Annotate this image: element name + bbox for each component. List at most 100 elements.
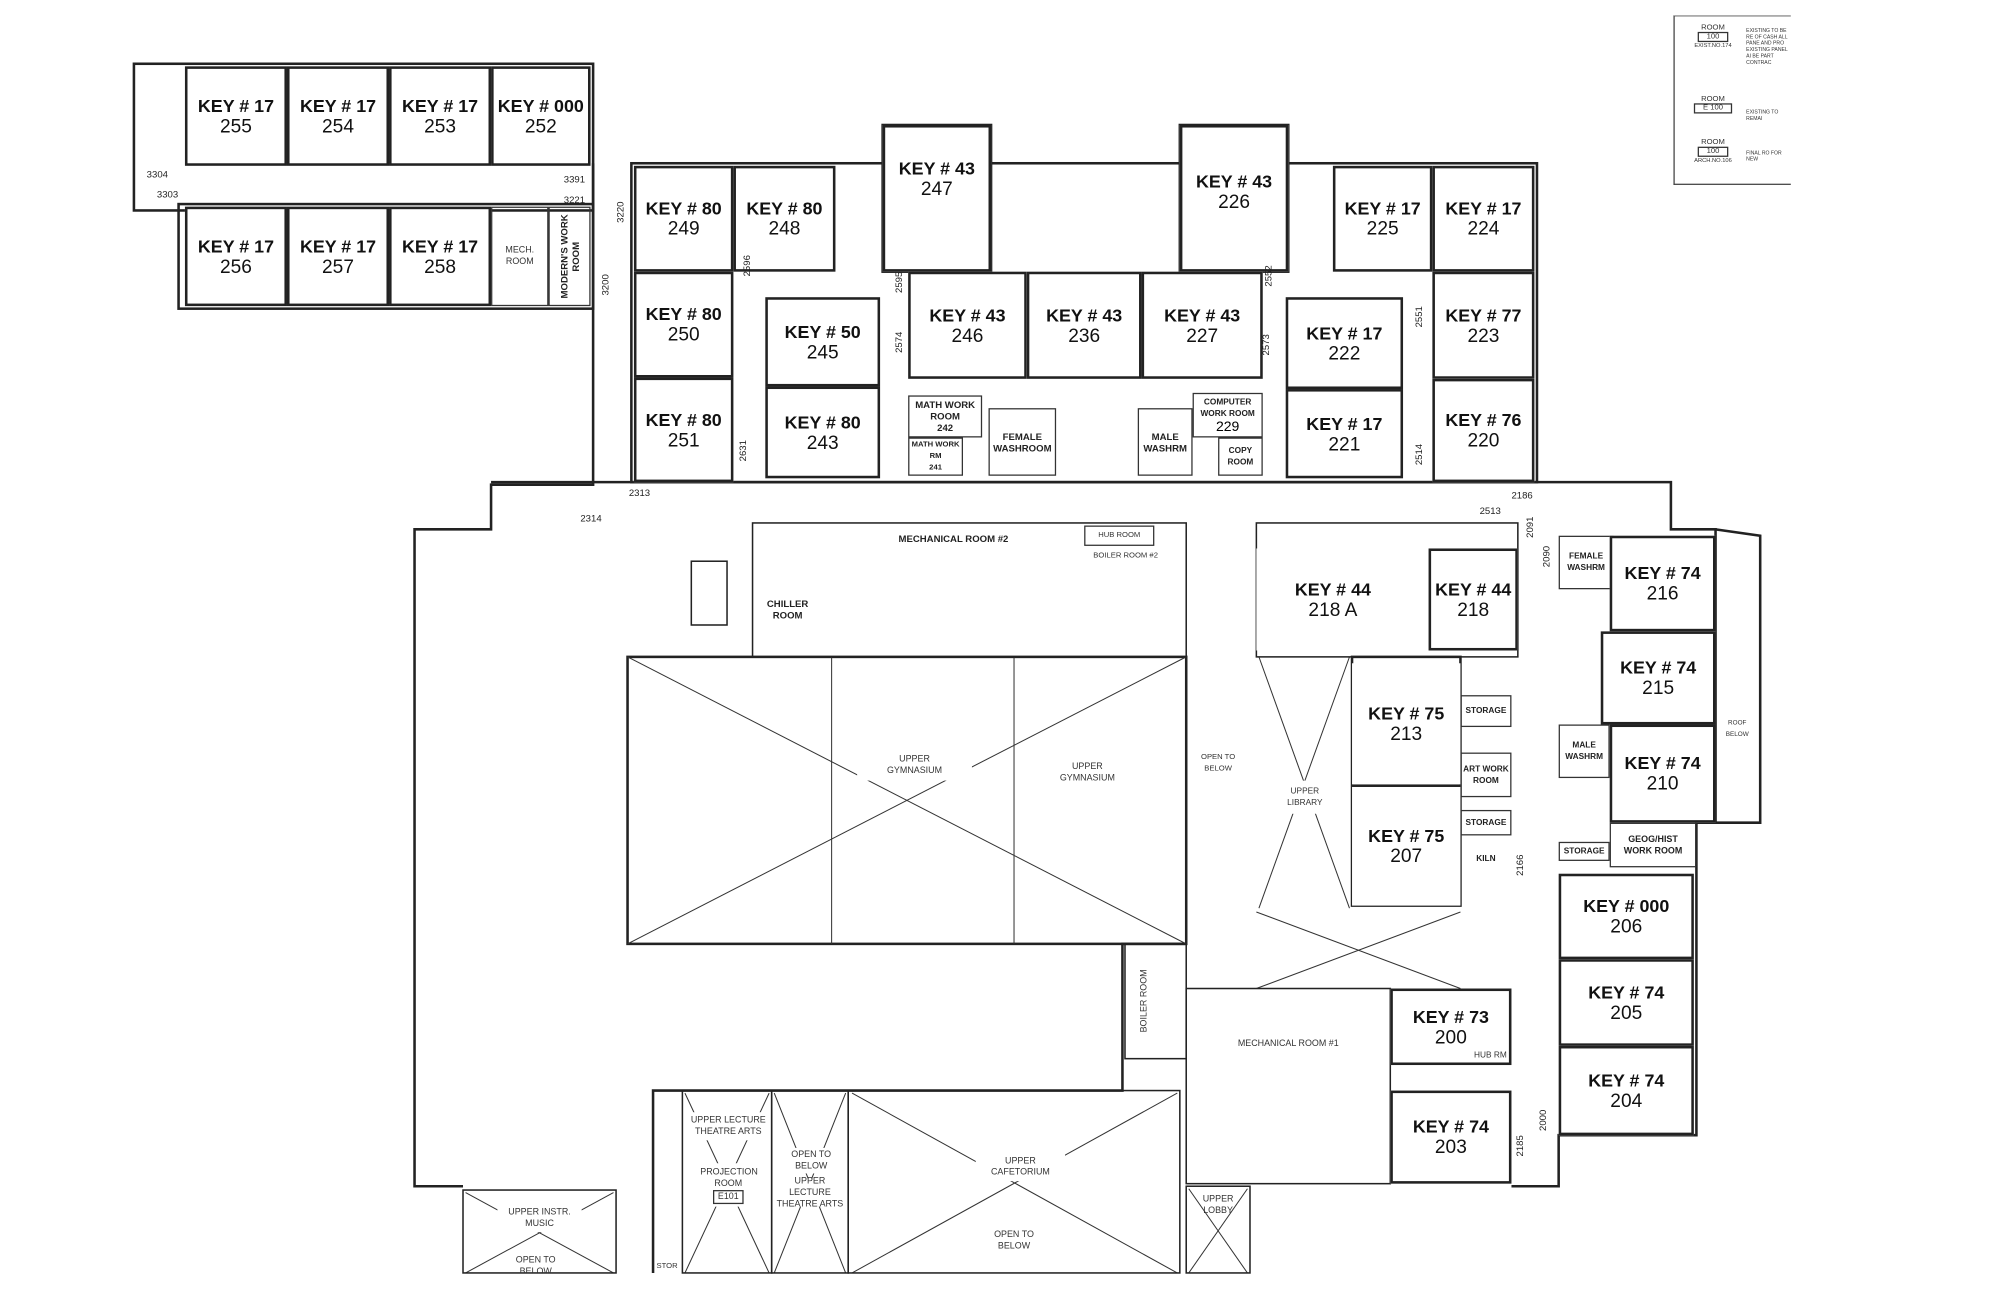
label: UPPER LOBBY: [1202, 1195, 1234, 1216]
corridor-number: 2166: [1514, 854, 1526, 876]
key-label: KEY # 17: [197, 95, 275, 116]
legend-room-box: 100: [1697, 146, 1729, 157]
corridor-number: 3221: [563, 193, 586, 206]
label: STOR: [656, 1262, 678, 1270]
upper-lecture-theatre-arts-2: UPPER LECTURE THEATRE ARTS: [772, 1177, 847, 1209]
corridor-number: 2514: [1413, 443, 1425, 466]
kiln: KILN: [1467, 848, 1505, 868]
key-label: KEY # 43: [1046, 304, 1123, 325]
key-label: KEY # 80: [645, 408, 722, 430]
key-label: KEY # 74: [1624, 562, 1701, 583]
corridor-number: 3304: [146, 168, 168, 180]
corridor-number: 3303: [156, 188, 179, 201]
upper-gymnasium-east: UPPER GYMNASIUM: [1045, 757, 1129, 789]
label: UPPER LECTURE THEATRE ARTS: [776, 1176, 844, 1209]
storage-south: STOR: [653, 1260, 681, 1273]
boiler-room: BOILER ROOM: [1128, 957, 1161, 1046]
key-label: KEY # 43: [929, 304, 1006, 325]
moderns-work-room: MODERN'S WORK ROOM: [548, 206, 591, 307]
room-number: 243: [806, 431, 839, 454]
legend-room-box: 100: [1697, 31, 1729, 43]
key-label: KEY # 43: [898, 158, 975, 179]
label: HUB RM: [1474, 1050, 1507, 1060]
legend-room-label: ROOM: [1701, 24, 1725, 32]
label: FEMALE WASHROOM: [993, 430, 1052, 454]
room-number: 218: [1457, 598, 1490, 621]
label: UPPER GYMNASIUM: [886, 755, 943, 776]
room-number: 226: [1218, 191, 1251, 214]
upper-library: UPPER LIBRARY: [1279, 780, 1331, 814]
room-number: 257: [322, 255, 354, 278]
room-number: 204: [1610, 1089, 1643, 1112]
male-washroom: MALE WASHRM: [1137, 408, 1193, 476]
room-number: 256: [220, 255, 252, 278]
key-label: KEY # 74: [1620, 656, 1697, 678]
room-number: 224: [1467, 218, 1500, 240]
storage-room-east: STORAGE: [1558, 841, 1610, 861]
art-work-room: ART WORK ROOM: [1460, 752, 1512, 798]
corridor-number: 2552: [1262, 265, 1275, 287]
label: OPEN TO BELOW: [515, 1256, 556, 1273]
mech-room: MECH. ROOM: [491, 206, 549, 307]
label: 241: [929, 463, 942, 472]
corridor-number: 2513: [1479, 505, 1501, 517]
corridor-number: 2595: [892, 271, 905, 293]
open-to-below-music: OPEN TO BELOW: [510, 1255, 569, 1273]
chiller-room: CHILLER ROOM: [753, 523, 823, 657]
open-to-below-theatre: OPEN TO BELOW: [780, 1147, 842, 1174]
key-label: KEY # 74: [1588, 981, 1665, 1002]
key-label: KEY # 17: [197, 235, 275, 256]
mechanical-room-2: MECHANICAL ROOM #2: [823, 526, 1084, 552]
room-number: 247: [920, 178, 953, 201]
room-number: 248: [768, 218, 801, 240]
legend-room-label: ROOM: [1701, 95, 1725, 104]
label: 229: [1215, 419, 1240, 435]
corridor-number: 3200: [599, 274, 611, 296]
corridor-number: 2186: [1511, 489, 1533, 502]
female-washroom: FEMALE WASHROOM: [988, 408, 1057, 476]
label: OPEN TO BELOW: [994, 1230, 1034, 1252]
open-to-below: OPEN TO BELOW: [1193, 746, 1244, 782]
label: OPEN TO BELOW: [1201, 753, 1236, 773]
roof-below: ROOF BELOW: [1718, 714, 1756, 745]
label: FEMALE WASHRM: [1567, 552, 1605, 573]
key-label: KEY # 76: [1445, 409, 1522, 430]
key-label: KEY # 17: [299, 235, 377, 256]
key-label: KEY # 17: [401, 95, 479, 116]
room-number: 258: [424, 255, 457, 278]
key-label: KEY # 17: [1445, 197, 1522, 219]
label: CHILLER ROOM: [766, 597, 809, 621]
legend-room-box: E 100: [1694, 103, 1732, 114]
label: BOILER ROOM: [1139, 969, 1149, 1033]
room-number: 213: [1390, 723, 1423, 745]
room-number: 249: [667, 218, 700, 240]
male-washroom-east: MALE WASHRM: [1558, 724, 1610, 779]
room-number: 206: [1610, 915, 1643, 938]
label: OPEN TO BELOW: [791, 1150, 832, 1171]
upper-gymnasium-west: UPPER GYMNASIUM: [857, 749, 972, 781]
corridor-number: 3391: [563, 173, 586, 185]
label: UPPER CAFETORIUM: [990, 1156, 1050, 1178]
storage-room: STORAGE: [1460, 809, 1512, 836]
corridor-number: 2573: [1260, 334, 1272, 356]
